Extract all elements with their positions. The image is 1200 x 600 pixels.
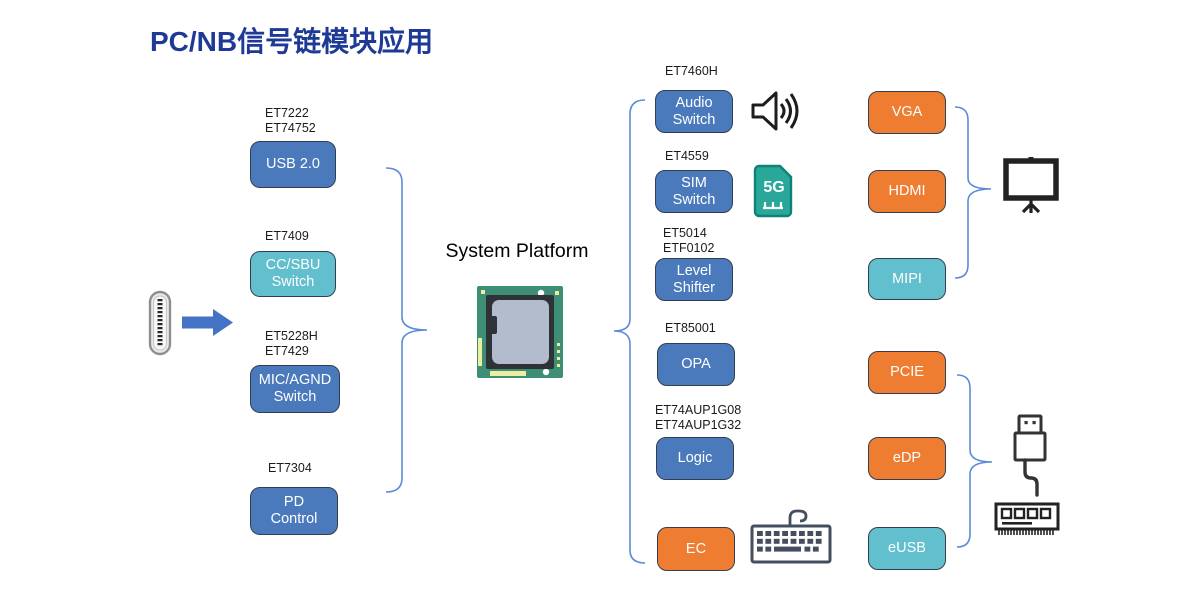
display-screen-icon xyxy=(1003,157,1059,214)
block-level-shifter: Level Shifter xyxy=(655,258,733,301)
block-label: USB 2.0 xyxy=(266,156,320,172)
page-title: PC/NB信号链模块应用 xyxy=(150,26,434,57)
left-brace xyxy=(385,167,428,493)
block-label: MIC/AGND Switch xyxy=(258,372,332,405)
block-label: PD Control xyxy=(270,494,318,527)
system-platform-label: System Platform xyxy=(445,240,589,262)
part-number-label: ET85001 xyxy=(665,321,716,335)
part-number-label: ET7304 xyxy=(268,461,312,475)
block-edp: eDP xyxy=(868,437,946,480)
block-ccsbu-switch: CC/SBU Switch xyxy=(250,251,336,297)
block-sim-switch: SIM Switch xyxy=(655,170,733,213)
block-pcie: PCIE xyxy=(868,351,946,394)
part-number-label: ET7222 ET74752 xyxy=(265,106,316,135)
block-label: eUSB xyxy=(888,540,926,556)
flow-arrow-icon xyxy=(182,309,233,336)
block-hdmi: HDMI xyxy=(868,170,946,213)
block-micagnd-switch: MIC/AGND Switch xyxy=(250,365,340,413)
block-eusb: eUSB xyxy=(868,527,946,570)
part-number-label: ET74AUP1G08 ET74AUP1G32 xyxy=(655,403,742,432)
part-number-label: ET5228H ET7429 xyxy=(265,329,318,358)
block-logic: Logic xyxy=(656,437,734,480)
block-label: Audio Switch xyxy=(672,94,716,128)
speaker-icon xyxy=(751,91,799,131)
sim-5g-label: 5G xyxy=(763,179,784,196)
block-label: SIM Switch xyxy=(672,174,716,208)
block-label: CC/SBU Switch xyxy=(265,257,321,290)
sim-5g-icon: 5G xyxy=(753,164,793,218)
block-opa: OPA xyxy=(657,343,735,386)
cpu-chip-icon xyxy=(477,286,563,378)
block-label: HDMI xyxy=(888,183,926,199)
block-label: OPA xyxy=(681,356,711,372)
display-brace xyxy=(954,106,992,279)
block-label: Level Shifter xyxy=(673,262,715,296)
part-number-label: ET5014 ETF0102 xyxy=(663,226,715,255)
block-label: EC xyxy=(685,540,707,557)
block-audio-switch: Audio Switch xyxy=(655,90,733,133)
block-label: eDP xyxy=(892,450,922,466)
keyboard-icon xyxy=(750,509,832,564)
block-label: VGA xyxy=(891,104,923,120)
part-number-label: ET7409 xyxy=(265,229,309,243)
ram-module-icon xyxy=(994,502,1060,535)
block-mipi: MIPI xyxy=(868,258,946,300)
peripheral-brace xyxy=(956,374,993,548)
block-pd-control: PD Control xyxy=(250,487,338,535)
usb-plug-icon xyxy=(1013,414,1047,497)
block-label: Logic xyxy=(677,450,713,466)
block-label: PCIE xyxy=(890,364,924,380)
block-ec: EC xyxy=(657,527,735,571)
part-number-label: ET4559 xyxy=(665,149,709,163)
usbc-connector-icon xyxy=(148,290,172,356)
block-label: MIPI xyxy=(892,270,922,287)
block-usb2: USB 2.0 xyxy=(250,141,336,188)
part-number-label: ET7460H xyxy=(665,64,718,78)
block-vga: VGA xyxy=(868,91,946,134)
middle-brace xyxy=(613,99,646,564)
